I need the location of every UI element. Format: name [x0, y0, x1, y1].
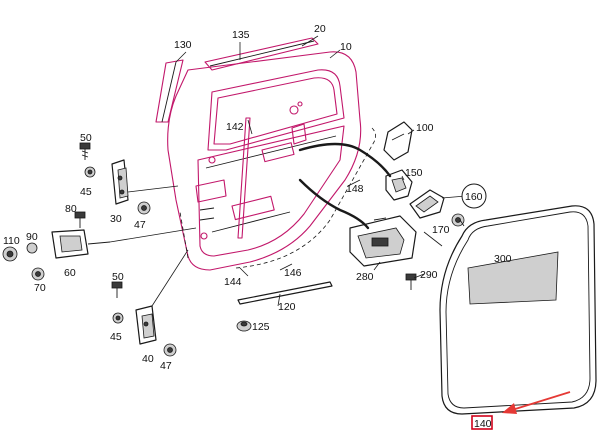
callout-40: 40	[142, 353, 154, 365]
callout-150: 150	[405, 167, 423, 179]
callout-50-lower: 50	[112, 271, 124, 283]
part-125-grommet[interactable]	[236, 320, 252, 332]
callout-110: 110	[3, 235, 20, 247]
callout-100: 100	[416, 122, 434, 134]
callout-125: 125	[252, 321, 270, 333]
part-148-bowden-cable[interactable]	[298, 142, 392, 230]
callout-50-upper: 50	[80, 132, 92, 144]
part-47-bolt-upper[interactable]	[137, 201, 151, 215]
part-130-window-channel[interactable]	[155, 59, 184, 123]
callout-170: 170	[432, 224, 450, 236]
part-150-handle-bracket[interactable]	[385, 169, 413, 201]
callout-146: 146	[284, 267, 302, 279]
part-90-washer[interactable]	[26, 242, 38, 254]
callout-140: 140	[474, 418, 492, 430]
part-60-door-check[interactable]	[51, 229, 111, 259]
part-50-bolt-upper[interactable]	[79, 142, 91, 160]
part-160-door-handle[interactable]	[409, 189, 445, 219]
part-70-nut[interactable]	[31, 267, 45, 281]
callout-20: 20	[314, 23, 326, 35]
part-144-146-door-seal[interactable]	[179, 127, 376, 269]
part-290-screw[interactable]	[405, 273, 417, 290]
part-30-upper-hinge[interactable]	[111, 159, 129, 205]
callout-148: 148	[346, 183, 364, 195]
red-pointer-arrow	[502, 391, 571, 414]
callout-160-badge: 160	[461, 183, 487, 209]
callout-290: 290	[420, 269, 438, 281]
part-45-washer-lower[interactable]	[112, 312, 124, 324]
callout-70: 70	[34, 282, 46, 294]
callout-30: 30	[110, 213, 122, 225]
callout-47-upper: 47	[134, 219, 146, 231]
part-45-washer-upper[interactable]	[84, 166, 96, 178]
callout-144: 144	[224, 276, 242, 288]
callout-47-lower: 47	[160, 360, 172, 372]
callout-160: 160	[465, 191, 483, 203]
callout-45-upper: 45	[80, 186, 92, 198]
part-47-bolt-lower[interactable]	[163, 343, 177, 357]
callout-45-lower: 45	[110, 331, 122, 343]
callout-90: 90	[26, 231, 38, 243]
part-40-lower-hinge[interactable]	[135, 305, 157, 345]
door-shell[interactable]	[167, 51, 362, 271]
part-140-door-seal[interactable]	[439, 205, 597, 415]
part-142-window-guide[interactable]	[237, 117, 251, 239]
callout-300: 300	[494, 253, 512, 265]
lower-hinge-group[interactable]	[111, 249, 189, 357]
upper-hinge-group[interactable]	[79, 142, 179, 215]
part-300-sound-insulation[interactable]	[467, 251, 559, 305]
part-110-nut[interactable]	[2, 246, 18, 262]
part-170-cap-screw[interactable]	[451, 213, 465, 227]
callout-120: 120	[278, 301, 296, 313]
part-120-trim-strip[interactable]	[237, 281, 333, 305]
callout-135: 135	[232, 29, 250, 41]
check-strap-group[interactable]	[2, 211, 197, 281]
highlighted-callout-140[interactable]: 140	[471, 415, 493, 430]
part-80-screw[interactable]	[74, 211, 86, 228]
part-50-bolt-lower[interactable]	[111, 281, 123, 298]
callout-60: 60	[64, 267, 76, 279]
part-100-trim-cover[interactable]	[383, 121, 413, 161]
part-280-door-lock[interactable]	[349, 215, 417, 267]
callout-10: 10	[340, 41, 352, 53]
callout-280: 280	[356, 271, 374, 283]
callout-80: 80	[65, 203, 77, 215]
callout-130: 130	[174, 39, 192, 51]
callout-142: 142	[226, 121, 244, 133]
